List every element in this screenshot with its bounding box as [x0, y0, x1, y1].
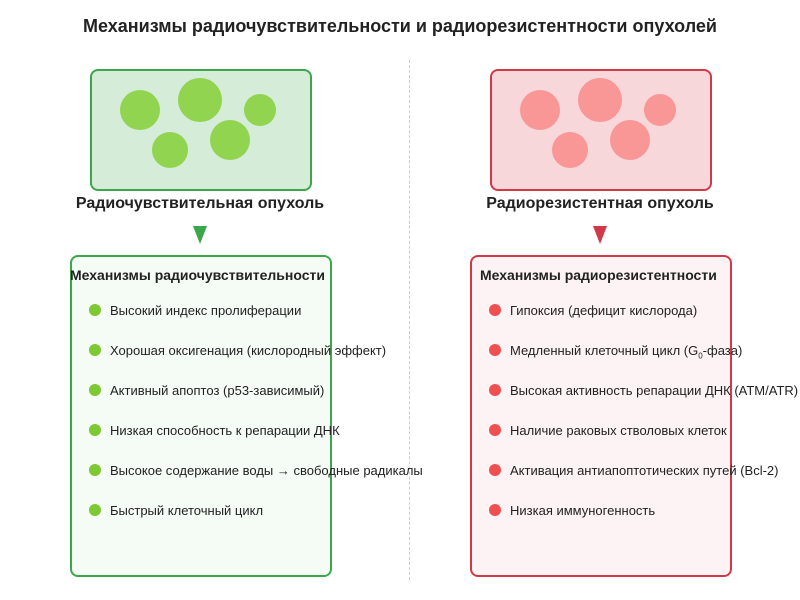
mechanism-item: Активация антиапоптотических путей (Bcl-…: [510, 463, 779, 478]
arrow-down-icon: [593, 226, 607, 244]
radiosensitivity-mechanisms-panel: [70, 255, 332, 577]
tumor-cell: [520, 90, 560, 130]
bullet-dot-icon: [489, 304, 501, 316]
mechanism-item: Низкая иммуногенность: [510, 503, 656, 518]
bullet-dot-icon: [489, 464, 501, 476]
bullet-dot-icon: [489, 504, 501, 516]
radiosensitivity-mechanisms-title: Механизмы радиочувствительности: [70, 267, 325, 283]
bullet-dot-icon: [489, 424, 501, 436]
bullet-dot-icon: [489, 344, 501, 356]
tumor-cell: [244, 94, 276, 126]
arrow-down-icon: [193, 226, 207, 244]
mechanism-item-text: -фаза): [702, 343, 743, 358]
center-divider: [409, 60, 410, 580]
radiosensitive-tumor-label: Радиочувствительная опухоль: [75, 195, 325, 212]
radioresistance-mechanisms-title: Механизмы радиорезистентности: [480, 267, 717, 283]
tumor-cell: [610, 120, 650, 160]
bullet-dot-icon: [89, 384, 101, 396]
bullet-dot-icon: [89, 464, 101, 476]
tumor-cell: [552, 132, 588, 168]
tumor-cell: [120, 90, 160, 130]
mechanism-item: Наличие раковых стволовых клеток: [510, 423, 727, 438]
mechanism-item: Высокое содержание воды → свободные ради…: [110, 463, 423, 478]
tumor-cell: [178, 78, 222, 122]
tumor-cell: [644, 94, 676, 126]
mechanism-item: Высокий индекс пролиферации: [110, 303, 302, 318]
mechanism-item: Высокая активность репарации ДНК (ATM/AT…: [510, 383, 799, 398]
mechanism-item-subscript: 0: [698, 351, 703, 361]
bullet-dot-icon: [89, 504, 101, 516]
tumor-cell: [152, 132, 188, 168]
tumor-cell: [210, 120, 250, 160]
mechanism-item: Медленный клеточный цикл (G0-фаза): [510, 343, 743, 361]
diagram-title: Механизмы радиочувствительности и радиор…: [83, 16, 717, 36]
radioresistance-mechanisms-panel: [470, 255, 732, 577]
mechanism-item: Низкая способность к репарации ДНК: [110, 423, 340, 438]
mechanism-item: Гипоксия (дефицит кислорода): [510, 303, 698, 318]
mechanism-item: Активный апоптоз (p53-зависимый): [110, 383, 325, 398]
mechanism-item-text: Медленный клеточный цикл (G: [510, 343, 699, 358]
bullet-dot-icon: [89, 304, 101, 316]
tumor-cell: [578, 78, 622, 122]
bullet-dot-icon: [89, 344, 101, 356]
mechanism-item: Быстрый клеточный цикл: [110, 503, 264, 518]
radioresistant-tumor-label: Радиорезистентная опухоль: [486, 195, 714, 212]
mechanism-item: Хорошая оксигенация (кислородный эффект): [110, 343, 387, 358]
bullet-dot-icon: [89, 424, 101, 436]
bullet-dot-icon: [489, 384, 501, 396]
